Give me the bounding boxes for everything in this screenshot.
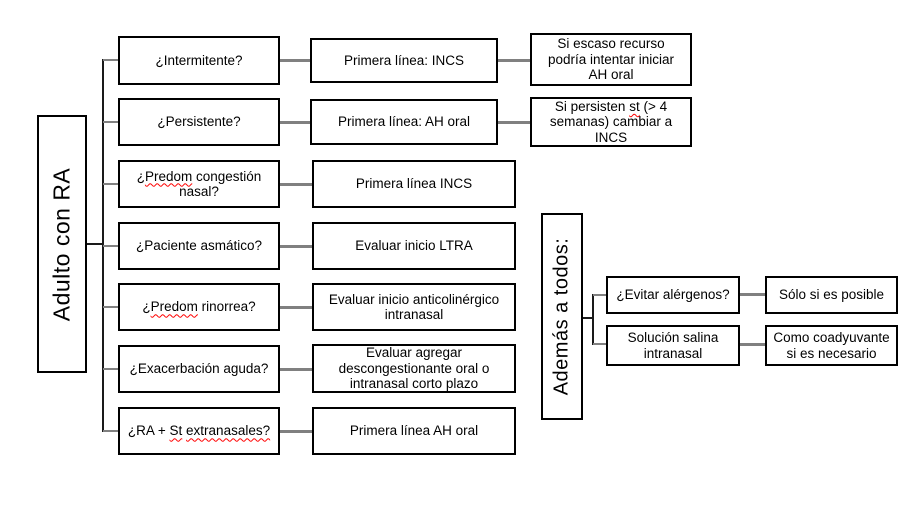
question-box-predom-rinorrea: ¿Predom rinorrea? bbox=[118, 283, 280, 331]
connector-line bbox=[103, 368, 118, 370]
misspelled-word: Predom bbox=[144, 168, 193, 184]
action-box-evaluar-inicio-ltra: Evaluar inicio LTRA bbox=[312, 222, 516, 270]
action-box-primera-linea-incs-2: Primera línea INCS bbox=[312, 160, 516, 208]
action-box-descongestionante: Evaluar agregar descongestionante oral o… bbox=[312, 344, 516, 393]
action-box-primera-linea-ah-oral-2: Primera línea AH oral bbox=[312, 407, 516, 455]
connector-line bbox=[740, 293, 765, 296]
root-label: Adulto con RA bbox=[48, 167, 75, 321]
note-label: Si escaso recurso podría intentar inicia… bbox=[547, 36, 675, 83]
question-box-persistente: ¿Persistente? bbox=[118, 98, 280, 146]
note-box-persisten-st: Si persisten st (> 4 semanas) cambiar a … bbox=[530, 97, 692, 147]
side-question-box-evitar-alergenos: ¿Evitar alérgenos? bbox=[606, 276, 740, 314]
question-label: ¿Exacerbación aguda? bbox=[129, 361, 269, 377]
action-label: Evaluar agregar descongestionante oral o… bbox=[338, 345, 490, 392]
question-label: ¿Predom congestión nasal? bbox=[136, 168, 262, 199]
connector-line bbox=[583, 317, 593, 319]
connector-line bbox=[280, 430, 312, 433]
connector-line bbox=[280, 245, 312, 248]
action-box-anticolinergico-intranasal: Evaluar inicio anticolinérgico intranasa… bbox=[312, 283, 516, 331]
connector-line bbox=[103, 121, 118, 123]
question-box-predom-congestion-nasal: ¿Predom congestión nasal? bbox=[118, 160, 280, 208]
connector-line bbox=[280, 368, 312, 371]
misspelled-word: extranasales? bbox=[186, 423, 271, 439]
connector-line bbox=[740, 343, 765, 346]
misspelled-word: Predom bbox=[150, 299, 198, 315]
question-label: ¿RA + St extranasales? bbox=[127, 423, 271, 439]
connector-line bbox=[280, 183, 312, 186]
action-label: Primera línea INCS bbox=[355, 176, 473, 192]
action-label: Primera línea: INCS bbox=[343, 52, 465, 68]
connector-line bbox=[103, 245, 118, 247]
note-box-escaso-recurso: Si escaso recurso podría intentar inicia… bbox=[530, 33, 692, 86]
ademas-a-todos-box: Además a todos: bbox=[541, 213, 583, 420]
connector-line bbox=[498, 121, 530, 124]
connector-line bbox=[103, 306, 118, 308]
action-label: Evaluar inicio anticolinérgico intranasa… bbox=[328, 291, 500, 322]
action-label: Primera línea AH oral bbox=[349, 423, 479, 439]
question-box-intermitente: ¿Intermitente? bbox=[118, 36, 280, 85]
question-label: ¿Intermitente? bbox=[155, 52, 243, 68]
side-title: Además a todos: bbox=[550, 237, 573, 396]
question-label: ¿Predom rinorrea? bbox=[142, 299, 256, 315]
question-label: ¿Paciente asmático? bbox=[135, 238, 263, 254]
connector-line bbox=[593, 343, 606, 345]
side-answer-label: Como coadyuvante si es necesario bbox=[773, 330, 890, 361]
connector-line bbox=[87, 243, 104, 245]
question-box-exacerbacion-aguda: ¿Exacerbación aguda? bbox=[118, 345, 280, 393]
side-answer-label: Sólo si es posible bbox=[778, 287, 885, 303]
side-question-label: ¿Evitar alérgenos? bbox=[616, 287, 730, 303]
connector-line bbox=[280, 306, 312, 309]
connector-line bbox=[103, 59, 118, 61]
misspelled-word: St bbox=[169, 423, 183, 439]
side-answer-box-como-coadyuvante: Como coadyuvante si es necesario bbox=[765, 325, 898, 366]
connector-line bbox=[103, 430, 118, 432]
misspelled-word: st bbox=[629, 98, 640, 114]
question-label: ¿Persistente? bbox=[157, 114, 241, 130]
adulto-con-ra-box: Adulto con RA bbox=[37, 115, 87, 373]
action-label: Primera línea: AH oral bbox=[337, 114, 471, 130]
side-question-box-solucion-salina: Solución salina intranasal bbox=[606, 325, 740, 366]
side-answer-box-solo-si-es-posible: Sólo si es posible bbox=[765, 276, 898, 314]
connector-line bbox=[593, 294, 606, 296]
question-box-ra-st-extranasales: ¿RA + St extranasales? bbox=[118, 407, 280, 455]
note-label: Si persisten st (> 4 semanas) cambiar a … bbox=[549, 98, 673, 145]
connector-line bbox=[498, 59, 530, 62]
action-label: Evaluar inicio LTRA bbox=[355, 238, 473, 254]
connector-line bbox=[103, 183, 118, 185]
action-box-primera-linea-incs: Primera línea: INCS bbox=[310, 38, 498, 83]
connector-line bbox=[592, 294, 594, 345]
connector-line bbox=[280, 59, 312, 62]
question-box-paciente-asmatico: ¿Paciente asmático? bbox=[118, 222, 280, 270]
action-box-primera-linea-ah-oral: Primera línea: AH oral bbox=[310, 99, 498, 145]
connector-line bbox=[280, 121, 312, 124]
side-question-label: Solución salina intranasal bbox=[627, 330, 719, 361]
